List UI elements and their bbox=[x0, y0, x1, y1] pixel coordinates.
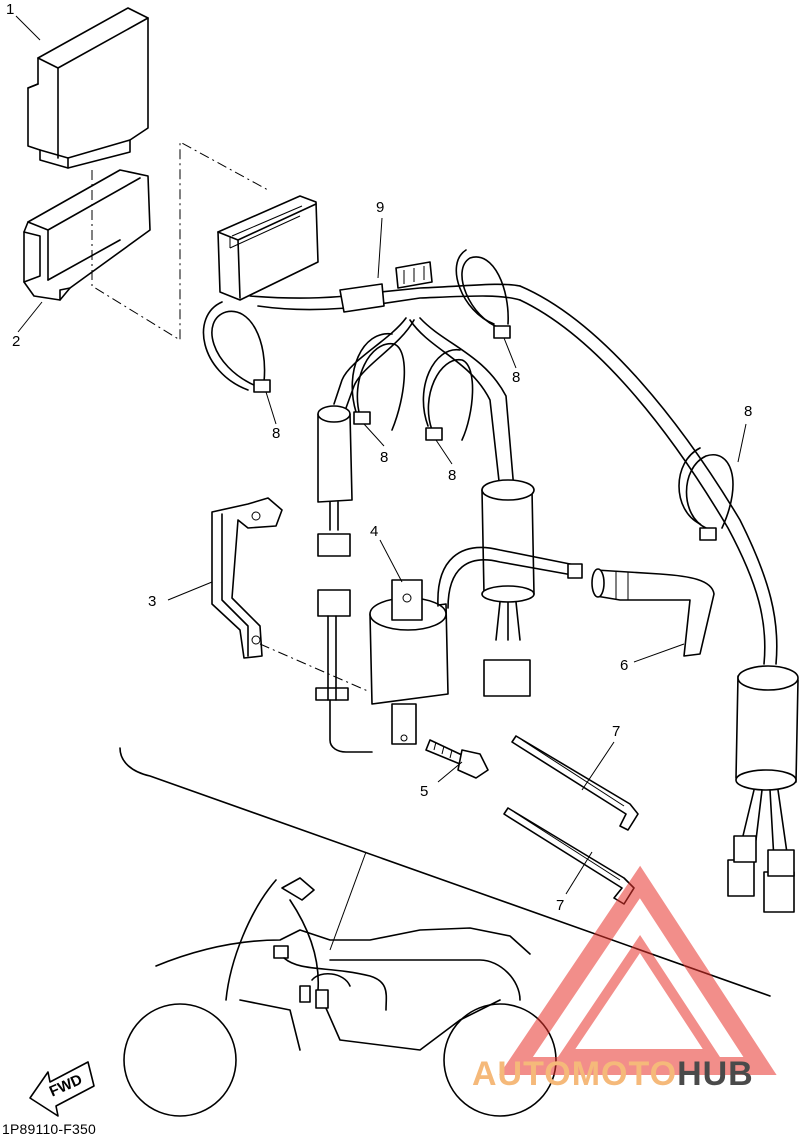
callout-6: 6 bbox=[620, 657, 628, 674]
part-3-bracket bbox=[211, 497, 283, 659]
watermark-text: AUTOMOTOHUB bbox=[472, 1055, 754, 1094]
callout-8-e: 8 bbox=[744, 403, 752, 420]
callout-8-d: 8 bbox=[512, 369, 520, 386]
harness-left-coil-branch bbox=[315, 405, 373, 753]
wire-harness-trunk bbox=[249, 261, 778, 665]
diagram-code: 1P89110-F350 bbox=[2, 1121, 96, 1137]
watermark-text-part1: AUTOMOTO bbox=[472, 1055, 678, 1093]
watermark-text-part2: HUB bbox=[677, 1055, 754, 1093]
harness-right-sensor bbox=[727, 665, 799, 913]
callout-8-c: 8 bbox=[448, 467, 456, 484]
watermark-triangle-logo bbox=[499, 865, 777, 1075]
clamp-8-e bbox=[678, 447, 734, 541]
clamp-8-c bbox=[422, 349, 474, 441]
part-1-cdi-unit bbox=[27, 7, 149, 169]
callout-7-a: 7 bbox=[612, 723, 620, 740]
part-2-bracket bbox=[23, 169, 151, 301]
callout-8-b: 8 bbox=[380, 449, 388, 466]
callout-8-a: 8 bbox=[272, 425, 280, 442]
clamp-8-a bbox=[202, 301, 271, 393]
callout-3: 3 bbox=[148, 593, 156, 610]
harness-main-connector bbox=[217, 195, 319, 301]
callout-1: 1 bbox=[6, 1, 14, 18]
callout-4: 4 bbox=[370, 523, 378, 540]
part-5-bolt bbox=[425, 739, 489, 779]
motorcycle-silhouette bbox=[123, 877, 557, 1117]
separator-line bbox=[119, 747, 771, 997]
fwd-arrow-icon: FWD bbox=[29, 1061, 95, 1117]
callout-9: 9 bbox=[376, 199, 384, 216]
harness-center-branch bbox=[481, 479, 535, 697]
clamp-8-d bbox=[455, 249, 511, 339]
branch-cables bbox=[333, 317, 515, 491]
part-6-spark-plug-cap bbox=[591, 568, 715, 657]
callout-7-b: 7 bbox=[556, 897, 564, 914]
part-4-ignition-coil bbox=[369, 546, 583, 745]
clamp-8-b bbox=[351, 333, 406, 431]
callout-5: 5 bbox=[420, 783, 428, 800]
callout-2: 2 bbox=[12, 333, 20, 350]
part-7-cable-tie-a bbox=[511, 735, 639, 831]
